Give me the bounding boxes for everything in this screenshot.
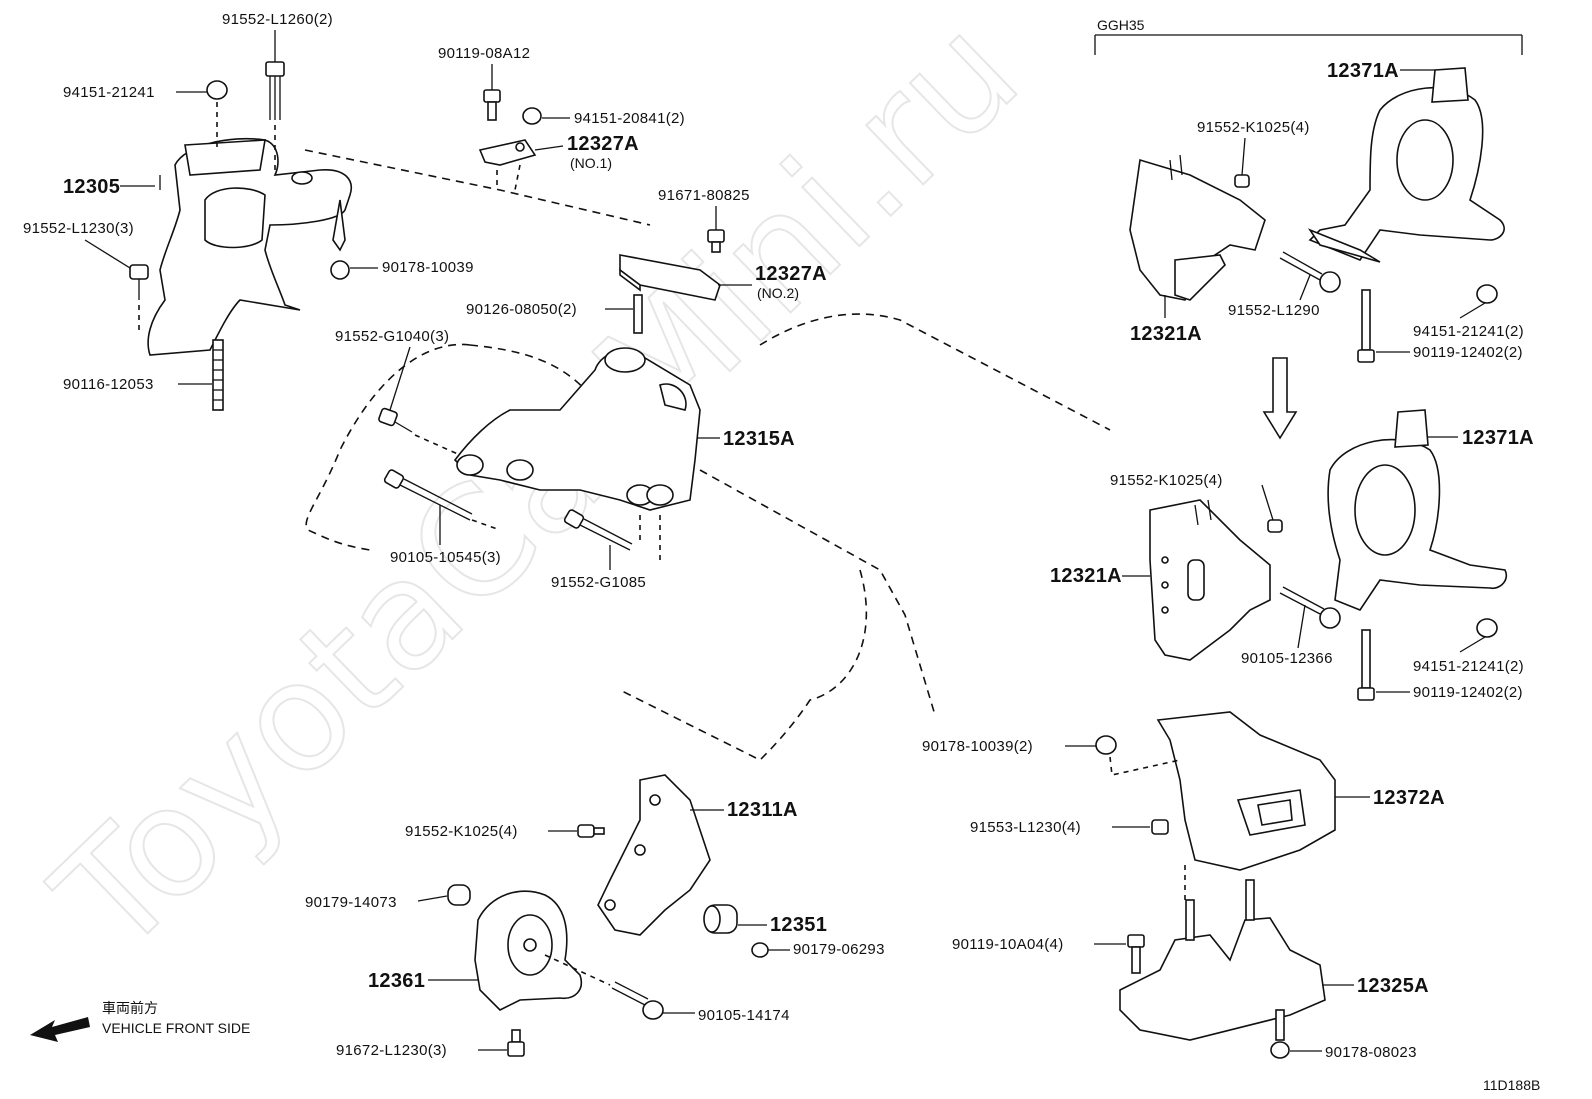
part-12311A-bracket bbox=[597, 774, 711, 936]
front-side-en: VEHICLE FRONT SIDE bbox=[102, 1020, 250, 1036]
bolt-91672-L1230 bbox=[507, 1029, 525, 1057]
nut-94151-20841 bbox=[522, 107, 542, 125]
label-91671-80825: 91671-80825 bbox=[658, 187, 750, 204]
label-12327A-no1: 12327A bbox=[567, 133, 639, 155]
part-12372A-mount bbox=[1156, 711, 1336, 871]
label-90178-08023: 90178-08023 bbox=[1325, 1044, 1417, 1061]
stud-90116-12053 bbox=[212, 339, 224, 411]
bolt-91552-L1260 bbox=[265, 61, 285, 170]
stud-90126-08050 bbox=[633, 294, 643, 334]
label-12315A: 12315A bbox=[723, 428, 795, 450]
label-12371A-mid: 12371A bbox=[1462, 427, 1534, 449]
nut-90178-10039 bbox=[330, 260, 350, 280]
label-94151-21241-r2: 94151-21241(2) bbox=[1413, 658, 1524, 675]
label-91552-G1040: 91552-G1040(3) bbox=[335, 328, 449, 345]
label-91552-K1025-low: 91552-K1025(4) bbox=[405, 823, 518, 840]
front-arrow-icon bbox=[30, 1017, 90, 1042]
part-12327A-no1 bbox=[478, 139, 537, 166]
front-side-jp: 車両前方 bbox=[102, 1000, 158, 1016]
nut-90178-10039-2 bbox=[1095, 735, 1181, 776]
bolt-91552-L1230 bbox=[129, 264, 149, 330]
part-12327A-no2 bbox=[619, 254, 721, 301]
label-12321A-top: 12321A bbox=[1130, 323, 1202, 345]
label-90179-14073: 90179-14073 bbox=[305, 894, 397, 911]
label-90179-06293: 90179-06293 bbox=[793, 941, 885, 958]
label-94151-20841: 94151-20841(2) bbox=[574, 110, 685, 127]
label-90105-14174: 90105-14174 bbox=[698, 1007, 790, 1024]
part-12305-mount bbox=[147, 137, 352, 356]
bolt-91552-K1025-low bbox=[577, 824, 605, 838]
label-12311A: 12311A bbox=[727, 799, 798, 821]
label-91672-L1230: 91672-L1230(3) bbox=[336, 1042, 447, 1059]
label-94151-21241: 94151-21241 bbox=[63, 84, 155, 101]
label-91552-L1230: 91552-L1230(3) bbox=[23, 220, 134, 237]
nut-90178-08023 bbox=[1270, 1009, 1290, 1059]
label-90105-12366: 90105-12366 bbox=[1241, 650, 1333, 667]
label-90178-10039: 90178-10039 bbox=[382, 259, 474, 276]
nut-94151-21241-r1 bbox=[1476, 284, 1498, 304]
bolt-90119-08A12 bbox=[483, 89, 501, 121]
label-94151-21241-r1: 94151-21241(2) bbox=[1413, 323, 1524, 340]
bolt-91552-G1085 bbox=[563, 509, 661, 565]
label-90119-12402-r1: 90119-12402(2) bbox=[1413, 344, 1523, 361]
part-12321A-mid bbox=[1149, 499, 1271, 661]
label-12371A-top: 12371A bbox=[1327, 60, 1399, 82]
part-12321A-top bbox=[1129, 154, 1266, 301]
part-12325A-bracket bbox=[1119, 879, 1326, 1041]
label-91552-K1025-mid: 91552-K1025(4) bbox=[1110, 472, 1223, 489]
label-91552-G1085: 91552-G1085 bbox=[551, 574, 646, 591]
label-90119-08A12: 90119-08A12 bbox=[438, 45, 530, 62]
ggh35-bracket bbox=[1094, 34, 1523, 55]
label-90178-10039-2: 90178-10039(2) bbox=[922, 738, 1033, 755]
part-12371A-mid bbox=[1327, 409, 1508, 611]
label-12321A-mid: 12321A bbox=[1050, 565, 1122, 587]
watermark: ToyotaCarMini.ru bbox=[23, 0, 1051, 987]
bolt-90105-12366 bbox=[1279, 586, 1341, 629]
bolt-90119-12402-r2 bbox=[1357, 629, 1375, 701]
label-12327A-no2-sub: (NO.2) bbox=[757, 285, 799, 301]
label-90126-08050: 90126-08050(2) bbox=[466, 301, 577, 318]
nut-90179-06293 bbox=[751, 942, 769, 958]
label-12305: 12305 bbox=[63, 176, 120, 198]
label-90119-10A04: 90119-10A04(4) bbox=[952, 936, 1064, 953]
bolt-91553-L1230 bbox=[1151, 819, 1169, 835]
part-12361-mount bbox=[474, 890, 582, 1011]
bolt-91552-G1040 bbox=[378, 407, 461, 456]
nut-94151-21241-r2 bbox=[1476, 618, 1498, 638]
part-90179-14073-cap bbox=[447, 884, 471, 906]
label-90105-10545: 90105-10545(3) bbox=[390, 549, 501, 566]
engine-outline bbox=[305, 313, 1111, 761]
label-12325A: 12325A bbox=[1357, 975, 1429, 997]
label-12351: 12351 bbox=[770, 914, 827, 936]
label-90119-12402-r2: 90119-12402(2) bbox=[1413, 684, 1523, 701]
bolt-90105-10545 bbox=[383, 469, 501, 531]
transition-arrow bbox=[1262, 357, 1298, 440]
label-90116-12053: 90116-12053 bbox=[63, 376, 154, 393]
label-91552-L1260: 91552-L1260(2) bbox=[222, 11, 333, 28]
part-12315A-bracket bbox=[453, 347, 701, 511]
diagram-code: 11D188B bbox=[1483, 1077, 1540, 1093]
labels: 91552-L1260(2) 94151-21241 12305 91552-L… bbox=[23, 11, 1540, 1093]
nut-94151-21241 bbox=[206, 80, 228, 150]
label-12361: 12361 bbox=[368, 970, 425, 992]
label-12372A: 12372A bbox=[1373, 787, 1445, 809]
part-12371A-top bbox=[1307, 67, 1505, 263]
bolt-91552-L1290 bbox=[1279, 251, 1341, 293]
label-91553-L1230: 91553-L1230(4) bbox=[970, 819, 1081, 836]
bolt-90105-14174 bbox=[544, 954, 664, 1020]
variant-label: GGH35 bbox=[1097, 17, 1145, 33]
label-12327A-no1-sub: (NO.1) bbox=[570, 155, 612, 171]
bolt-90119-12402-r1 bbox=[1357, 289, 1375, 363]
label-91552-L1290: 91552-L1290 bbox=[1228, 302, 1320, 319]
bolt-90119-10A04 bbox=[1127, 934, 1145, 974]
part-12351-bushing bbox=[703, 904, 738, 934]
label-91552-K1025-top: 91552-K1025(4) bbox=[1197, 119, 1310, 136]
bolt-91552-K1025-mid bbox=[1267, 519, 1283, 533]
label-12327A-no2: 12327A bbox=[755, 263, 827, 285]
bolt-91552-K1025-top bbox=[1234, 174, 1250, 188]
